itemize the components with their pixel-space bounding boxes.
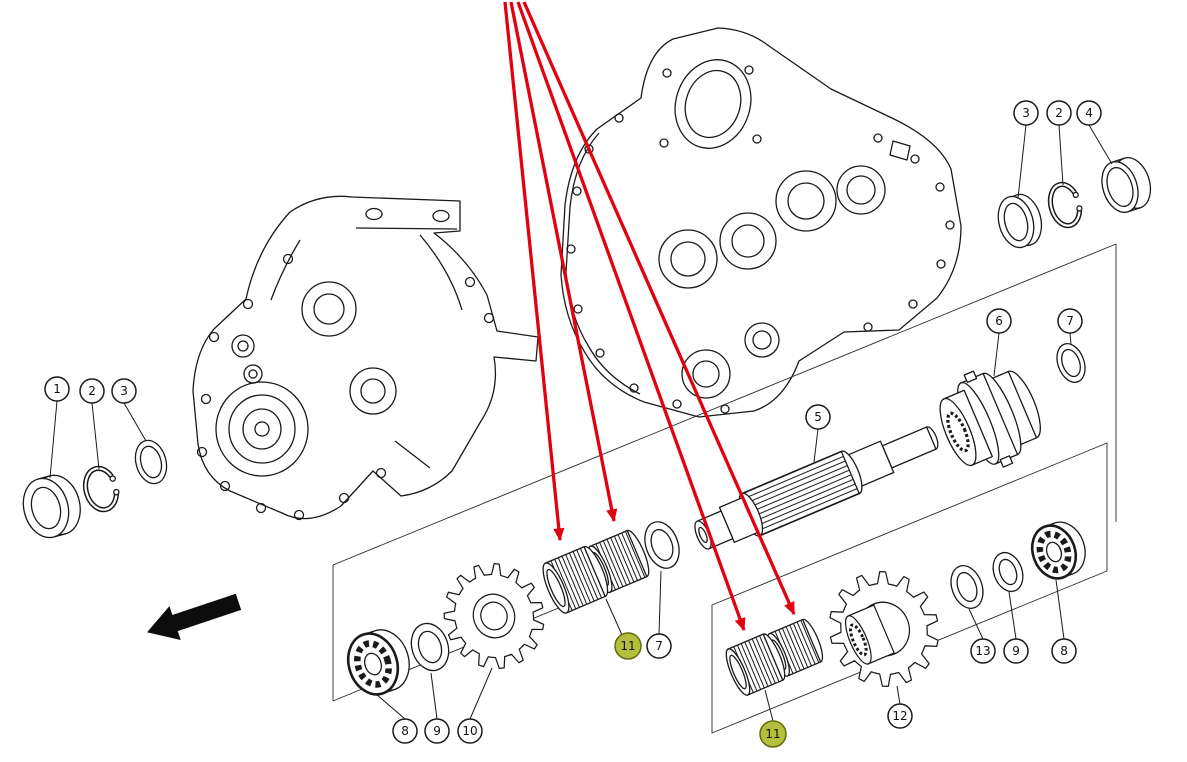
callout-number: 2 [88, 384, 96, 398]
callout-circle [970, 638, 996, 664]
part-10-gear [443, 563, 545, 670]
callout-circle [986, 308, 1012, 334]
callout-number: 3 [1022, 106, 1030, 120]
callout-circle [79, 378, 105, 404]
part-9-washer-left [410, 622, 450, 672]
gearbox-housing-left [192, 195, 539, 521]
red-pointer-arrow [509, 1, 618, 523]
gearbox-housing-right [560, 27, 962, 418]
callout-circle [1057, 308, 1083, 334]
part-7-washer-mid [644, 521, 680, 569]
callout-number: 5 [814, 410, 822, 424]
callout-number: 7 [1066, 314, 1074, 328]
callout-circle [1076, 100, 1102, 126]
callout-9-right[interactable]: 9 [1003, 638, 1029, 664]
callout-12[interactable]: 12 [887, 703, 913, 729]
part-8-bearing-left [346, 629, 410, 696]
callout-number: 4 [1085, 106, 1093, 120]
callout-1[interactable]: 1 [44, 376, 70, 402]
red-pointer-arrow [522, 1, 796, 616]
callout-circle [646, 633, 672, 659]
callout-4[interactable]: 4 [1076, 100, 1102, 126]
part-2-snap-ring-upper [1047, 181, 1083, 229]
callout-2-upper[interactable]: 2 [1046, 100, 1072, 126]
leader-lines [49, 124, 1113, 722]
callout-8-left[interactable]: 8 [392, 718, 418, 744]
callout-number: 2 [1055, 106, 1063, 120]
callout-7-mid[interactable]: 7 [646, 633, 672, 659]
callout-7-upper[interactable]: 7 [1057, 308, 1083, 334]
part-3-ring-left [134, 439, 168, 485]
callout-6[interactable]: 6 [986, 308, 1012, 334]
callout-3-upper[interactable]: 3 [1013, 100, 1039, 126]
callout-number: 6 [995, 314, 1003, 328]
part-11-needle-bearings-right [725, 618, 824, 696]
callout-circle [392, 718, 418, 744]
part-2-snap-ring-left [82, 465, 120, 513]
part-7-ring-upper [1056, 343, 1086, 383]
callout-circle [1046, 100, 1072, 126]
callout-circle [424, 718, 450, 744]
callout-5[interactable]: 5 [805, 404, 831, 430]
callout-number: 9 [1012, 644, 1020, 658]
callout-8-right[interactable]: 8 [1051, 638, 1077, 664]
callout-11-right[interactable]: 11 [759, 720, 787, 748]
part-8-bearing-right [1030, 521, 1086, 580]
callout-circle [44, 376, 70, 402]
callout-circle [1051, 638, 1077, 664]
part-9-washer-right [992, 551, 1024, 593]
callout-circle-highlighted [759, 720, 787, 748]
housing-tab [889, 140, 911, 161]
part-1-seal-ring [22, 474, 81, 539]
part-11-needle-bearings-left [542, 529, 650, 614]
callout-number: 7 [655, 639, 663, 653]
callout-circle [111, 378, 137, 404]
part-5-shaft [694, 426, 939, 550]
view-direction-arrow [147, 593, 242, 640]
callout-number: 3 [120, 384, 128, 398]
callout-circle [1013, 100, 1039, 126]
callout-number: 11 [620, 639, 635, 653]
callout-number: 13 [975, 644, 990, 658]
callout-13[interactable]: 13 [970, 638, 996, 664]
callout-number: 10 [462, 724, 477, 738]
callout-number: 8 [401, 724, 409, 738]
part-13-washer [950, 565, 984, 609]
red-pointer-arrow [516, 1, 746, 632]
red-pointer-arrows [503, 1, 796, 632]
callout-circle-highlighted [614, 632, 642, 660]
callout-number: 12 [892, 709, 907, 723]
part-12-gear [829, 570, 939, 688]
callout-circle [457, 718, 483, 744]
callout-circle [1003, 638, 1029, 664]
callout-number: 9 [433, 724, 441, 738]
bolt-holes-right-housing [566, 65, 955, 414]
callout-2-left[interactable]: 2 [79, 378, 105, 404]
red-pointer-arrow [503, 1, 565, 542]
callout-circle [805, 404, 831, 430]
callout-number: 8 [1060, 644, 1068, 658]
part-3-ring-upper [997, 193, 1043, 249]
callout-number: 1 [53, 382, 61, 396]
bolt-holes-left-housing [196, 253, 495, 521]
callout-number: 11 [765, 727, 780, 741]
callout-10[interactable]: 10 [457, 718, 483, 744]
part-4-bushing [1101, 157, 1152, 213]
callout-9-left[interactable]: 9 [424, 718, 450, 744]
callout-circle [887, 703, 913, 729]
part-6-synchronizer-hub [939, 370, 1041, 468]
callout-3-left[interactable]: 3 [111, 378, 137, 404]
callout-11-left[interactable]: 11 [614, 632, 642, 660]
